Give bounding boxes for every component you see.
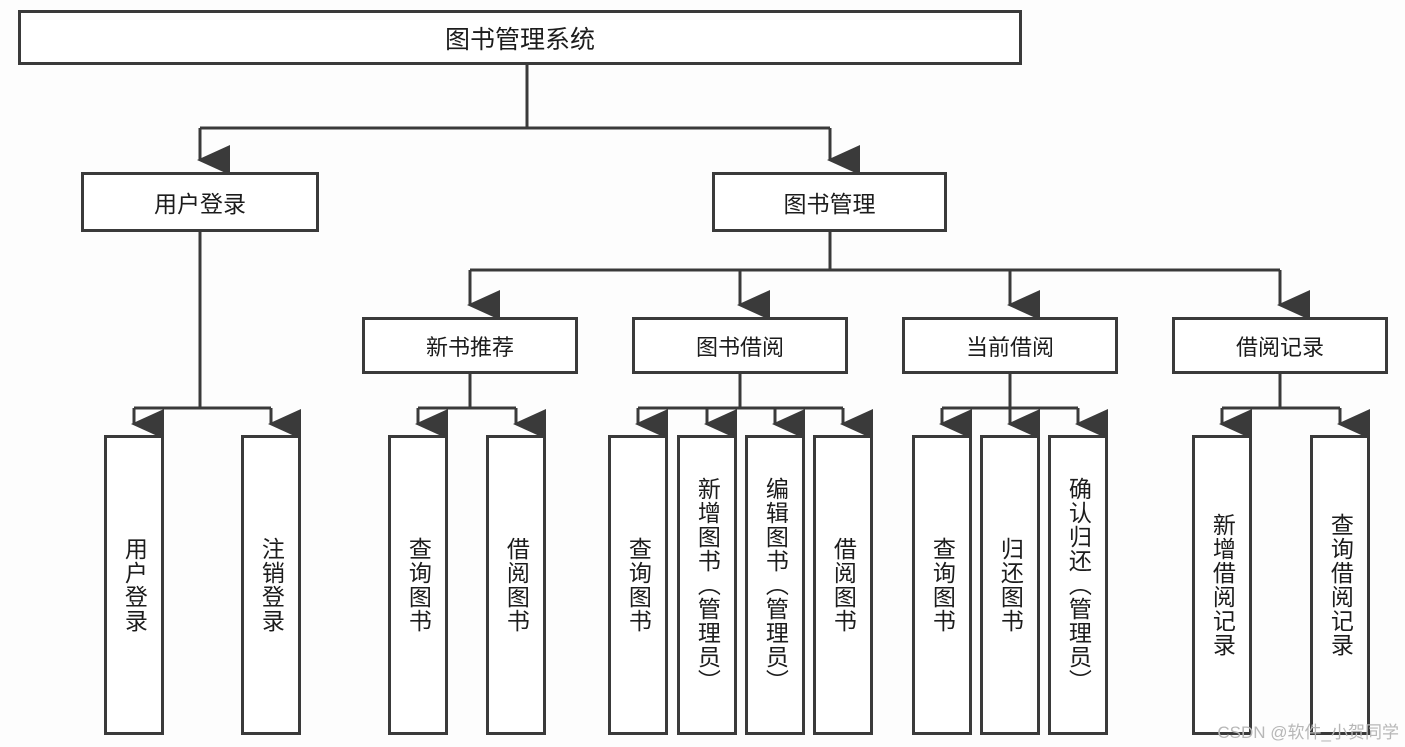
node-leaf-query-book-2[interactable]: 查询图书 xyxy=(608,435,668,735)
node-current-borrow[interactable]: 当前借阅 xyxy=(902,317,1118,374)
node-book-manage[interactable]: 图书管理 xyxy=(712,172,947,232)
node-leaf-query-book-1[interactable]: 查询图书 xyxy=(388,435,448,735)
node-leaf-add-book-label: 新增图书（管理员） xyxy=(694,477,721,693)
node-new-book-recommend-label: 新书推荐 xyxy=(425,334,514,360)
node-leaf-query-record-label: 查询借阅记录 xyxy=(1327,513,1354,657)
node-leaf-user-login-label: 用户登录 xyxy=(121,537,148,633)
node-new-book-recommend[interactable]: 新书推荐 xyxy=(362,317,578,374)
node-leaf-query-book-1-label: 查询图书 xyxy=(405,537,432,633)
node-leaf-borrow-book-1[interactable]: 借阅图书 xyxy=(486,435,546,735)
node-leaf-add-record-label: 新增借阅记录 xyxy=(1209,513,1236,657)
node-user-login-label: 用户登录 xyxy=(154,191,246,217)
node-leaf-user-login[interactable]: 用户登录 xyxy=(104,435,164,735)
node-leaf-query-book-2-label: 查询图书 xyxy=(625,537,652,633)
node-leaf-add-record[interactable]: 新增借阅记录 xyxy=(1192,435,1252,735)
node-book-borrow-label: 图书借阅 xyxy=(695,334,784,360)
node-leaf-query-book-3[interactable]: 查询图书 xyxy=(912,435,972,735)
node-leaf-query-book-3-label: 查询图书 xyxy=(929,537,956,633)
watermark: CSDN @软件_小贺同学 xyxy=(1217,723,1399,742)
node-leaf-add-book[interactable]: 新增图书（管理员） xyxy=(677,435,737,735)
node-book-borrow[interactable]: 图书借阅 xyxy=(632,317,848,374)
node-leaf-confirm-return-label: 确认归还（管理员） xyxy=(1065,477,1092,693)
node-leaf-edit-book[interactable]: 编辑图书（管理员） xyxy=(745,435,805,735)
node-current-borrow-label: 当前借阅 xyxy=(965,334,1054,360)
node-root[interactable]: 图书管理系统 xyxy=(18,10,1022,65)
node-user-login[interactable]: 用户登录 xyxy=(81,172,319,232)
node-leaf-return-book-label: 归还图书 xyxy=(997,537,1024,633)
node-borrow-record[interactable]: 借阅记录 xyxy=(1172,317,1388,374)
node-borrow-record-label: 借阅记录 xyxy=(1235,334,1324,360)
node-leaf-logout-label: 注销登录 xyxy=(258,537,285,633)
node-leaf-logout[interactable]: 注销登录 xyxy=(241,435,301,735)
node-leaf-confirm-return[interactable]: 确认归还（管理员） xyxy=(1048,435,1108,735)
node-leaf-borrow-book-1-label: 借阅图书 xyxy=(503,537,530,633)
node-root-label: 图书管理系统 xyxy=(444,25,595,54)
node-book-manage-label: 图书管理 xyxy=(783,191,876,217)
node-leaf-edit-book-label: 编辑图书（管理员） xyxy=(762,477,789,693)
node-leaf-return-book[interactable]: 归还图书 xyxy=(980,435,1040,735)
node-leaf-borrow-book-2[interactable]: 借阅图书 xyxy=(813,435,873,735)
node-leaf-borrow-book-2-label: 借阅图书 xyxy=(830,537,857,633)
node-leaf-query-record[interactable]: 查询借阅记录 xyxy=(1310,435,1370,735)
